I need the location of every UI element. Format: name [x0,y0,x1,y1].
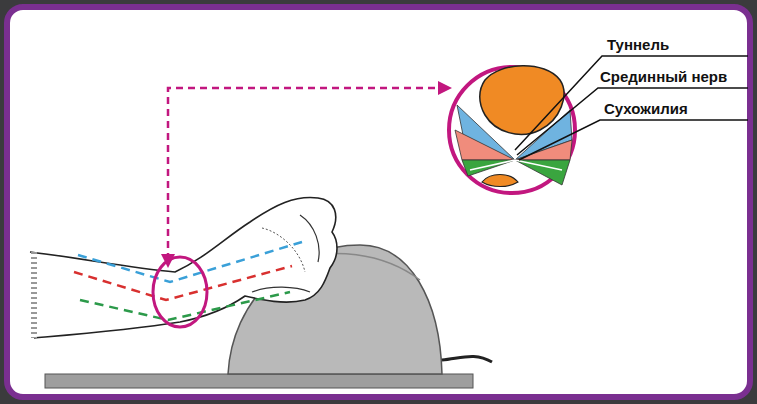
leader-lines [515,56,748,160]
tendon-line [74,266,292,300]
pointer-line [168,88,440,260]
tendon-line [80,292,290,320]
bone [480,66,564,135]
part-label: Туннель [607,36,669,54]
hand [30,197,337,338]
part-label: Срединный нерв [600,68,727,86]
mouse-pad [45,374,473,388]
frame [7,7,750,397]
bone [482,175,518,187]
mouse-cable [442,356,492,362]
part-label: Сухожилия [604,100,688,118]
wrist-circle [153,257,207,327]
tendon-line [78,242,302,282]
